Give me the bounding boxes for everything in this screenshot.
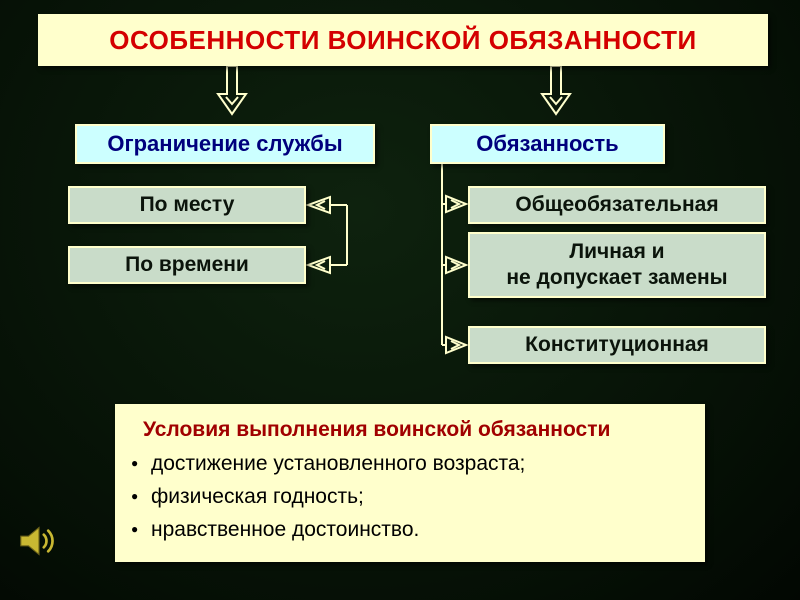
left-branch-item-label: По месту — [139, 192, 235, 216]
left-branch-item-place: По месту — [68, 186, 306, 224]
right-branch-item-constitutional: Конституционная — [468, 326, 766, 364]
right-branch-item-personal: Личная и не допускает замены — [468, 232, 766, 298]
conditions-panel: Условия выполнения воинской обязанности … — [115, 404, 705, 562]
arrow-title-to-left-header — [216, 65, 248, 116]
left-branch-header-label: Ограничение службы — [107, 131, 343, 156]
condition-item: нравственное достоинство. — [129, 518, 687, 542]
condition-item: физическая годность; — [129, 485, 687, 509]
right-branch-item-general: Общеобязательная — [468, 186, 766, 224]
left-branch-item-time: По времени — [68, 246, 306, 284]
right-branch-header: Обязанность — [430, 124, 665, 164]
slide-title-box: ОСОБЕННОСТИ ВОИНСКОЙ ОБЯЗАННОСТИ — [38, 14, 768, 66]
right-branch-item-label: Личная и не допускает замены — [506, 239, 728, 289]
slide-title: ОСОБЕННОСТИ ВОИНСКОЙ ОБЯЗАННОСТИ — [109, 24, 697, 55]
left-branch-header: Ограничение службы — [75, 124, 375, 164]
right-branch-connector — [441, 164, 469, 355]
condition-item: достижение установленного возраста; — [129, 452, 687, 476]
speaker-icon[interactable] — [16, 518, 62, 564]
arrow-title-to-right-header — [540, 65, 572, 116]
left-branch-item-label: По времени — [125, 252, 249, 276]
right-branch-item-label: Общеобязательная — [515, 192, 719, 216]
conditions-list: достижение установленного возраста; физи… — [129, 452, 687, 542]
left-branch-connector — [305, 195, 348, 275]
conditions-title: Условия выполнения воинской обязанности — [143, 418, 611, 441]
right-branch-header-label: Обязанность — [476, 131, 619, 156]
right-branch-item-label: Конституционная — [525, 332, 709, 356]
